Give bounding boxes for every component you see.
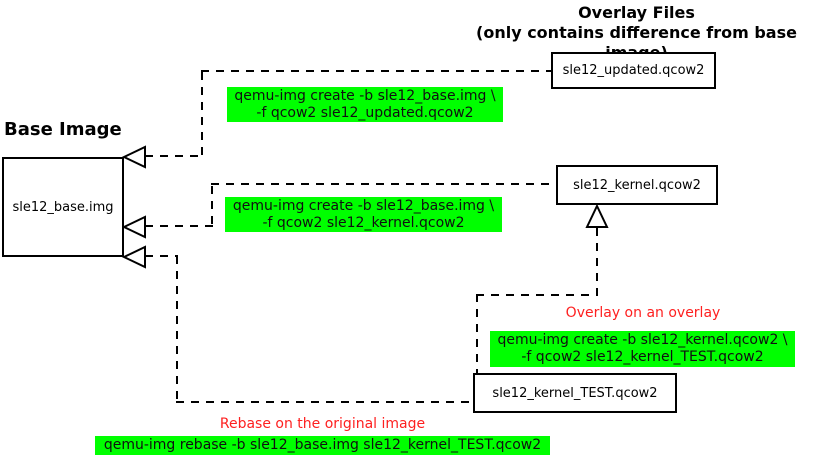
- command-create-kernel-test: qemu-img create -b sle12_kernel.qcow2 \ …: [490, 331, 795, 367]
- command-create-updated: qemu-img create -b sle12_base.img \ -f q…: [227, 87, 503, 122]
- title-line-1: Overlay Files: [578, 3, 695, 22]
- command-create-kernel-test-line2: -f qcow2 sle12_kernel_TEST.qcow2: [521, 349, 764, 365]
- connector-updated-h-near-base: [145, 155, 203, 157]
- base-image-heading: Base Image: [4, 119, 122, 140]
- command-create-updated-line2: -f qcow2 sle12_updated.qcow2: [256, 104, 474, 121]
- overlay-kernel-filename: sle12_kernel.qcow2: [573, 177, 701, 193]
- arrowhead-up-kernel-icon: [585, 204, 609, 228]
- connector-rebase-h-bottom: [176, 401, 473, 403]
- annotation-overlay-on-overlay: Overlay on an overlay: [565, 305, 721, 321]
- connector-updated-vertical: [201, 72, 203, 156]
- connector-rebase-h-near-base: [145, 255, 178, 257]
- overlay-box-kernel: sle12_kernel.qcow2: [556, 165, 718, 205]
- connector-kernel-vertical: [211, 186, 213, 226]
- overlay-updated-filename: sle12_updated.qcow2: [562, 63, 705, 78]
- connector-kernel-h-near-base: [145, 225, 213, 227]
- command-create-kernel-test-line1: qemu-img create -b sle12_kernel.qcow2 \: [497, 332, 788, 348]
- command-rebase: qemu-img rebase -b sle12_base.img sle12_…: [95, 436, 550, 455]
- base-image-box: sle12_base.img: [2, 157, 124, 257]
- arrowhead-left-middle-icon: [122, 215, 146, 239]
- overlay-kernel-test-filename: sle12_kernel_TEST.qcow2: [492, 385, 658, 401]
- command-create-updated-line1: qemu-img create -b sle12_base.img \: [234, 87, 496, 104]
- connector-test-to-kernel-h: [476, 294, 598, 296]
- connector-updated-h-top: [201, 70, 552, 72]
- command-create-kernel: qemu-img create -b sle12_base.img \ -f q…: [225, 197, 502, 232]
- connector-test-to-kernel-v-upper: [596, 228, 598, 295]
- arrowhead-left-bottom-icon: [122, 245, 146, 269]
- connector-kernel-h-mid: [211, 183, 556, 185]
- overlay-box-updated: sle12_updated.qcow2: [551, 52, 716, 89]
- command-create-kernel-line1: qemu-img create -b sle12_base.img \: [232, 197, 495, 214]
- base-image-filename: sle12_base.img: [12, 199, 114, 215]
- overlay-box-kernel-test: sle12_kernel_TEST.qcow2: [473, 373, 677, 413]
- command-create-kernel-line2: -f qcow2 sle12_kernel.qcow2: [262, 214, 465, 231]
- arrowhead-left-top-icon: [122, 145, 146, 169]
- connector-test-to-kernel-v-lower: [476, 294, 478, 373]
- command-rebase-line1: qemu-img rebase -b sle12_base.img sle12_…: [103, 437, 542, 453]
- connector-rebase-vertical: [176, 256, 178, 402]
- annotation-rebase-note: Rebase on the original image: [219, 416, 426, 432]
